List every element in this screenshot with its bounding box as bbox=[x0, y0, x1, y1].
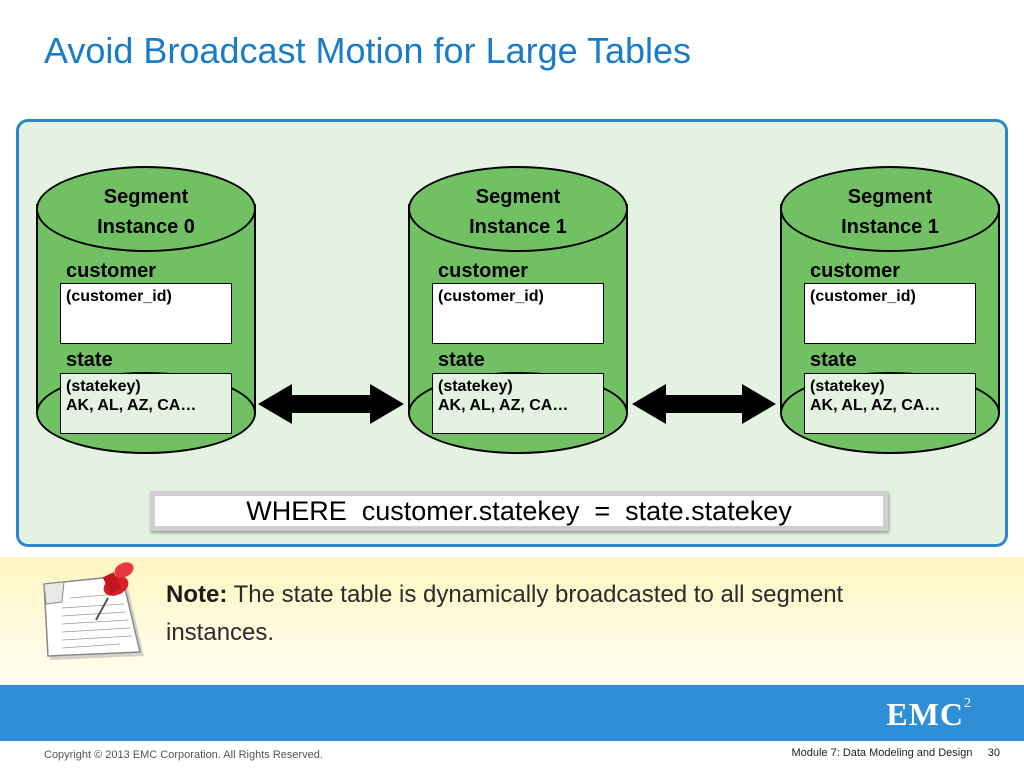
customer-table-key: (customer_id) bbox=[810, 288, 916, 305]
customer-table-key: (customer_id) bbox=[66, 288, 172, 305]
double-arrow-icon bbox=[632, 384, 776, 424]
emc-logo-superscript: 2 bbox=[964, 696, 972, 711]
segment-label-line2: Instance 1 bbox=[841, 216, 939, 238]
segment-label-line1: Segment bbox=[475, 186, 561, 208]
state-table-name: state bbox=[66, 349, 113, 371]
segment-instance-0: Segment Instance 0 customer (customer_id… bbox=[36, 166, 256, 456]
state-table-box: (statekey) AK, AL, AZ, CA… bbox=[804, 373, 976, 434]
segment-label-line2: Instance 1 bbox=[469, 216, 567, 238]
segment-label: Segment Instance 1 bbox=[408, 182, 628, 242]
segment-label-line1: Segment bbox=[103, 186, 189, 208]
segment-label-line2: Instance 0 bbox=[97, 216, 195, 238]
cylinder-top bbox=[36, 166, 256, 252]
segment-label: Segment Instance 1 bbox=[780, 182, 1000, 242]
note-lead: Note: bbox=[166, 581, 228, 608]
cylinder-top bbox=[408, 166, 628, 252]
cylinder-top bbox=[780, 166, 1000, 252]
state-table-values: AK, AL, AZ, CA… bbox=[66, 397, 197, 414]
note-band bbox=[0, 557, 1024, 685]
double-arrow-icon bbox=[258, 384, 404, 424]
page-number: 30 bbox=[987, 747, 1000, 759]
note-paper-pushpin-icon bbox=[43, 562, 144, 660]
customer-table-box: (customer_id) bbox=[804, 283, 976, 344]
state-table-key: (statekey) bbox=[438, 378, 513, 395]
customer-table-key: (customer_id) bbox=[438, 288, 544, 305]
state-table-name: state bbox=[810, 349, 857, 371]
module-name: Module 7: Data Modeling and Design bbox=[791, 747, 973, 759]
emc-logo: EMC2 bbox=[886, 696, 972, 733]
where-clause-box: WHERE customer.statekey = state.statekey bbox=[150, 491, 888, 531]
slide-title: Avoid Broadcast Motion for Large Tables bbox=[44, 30, 692, 71]
footer-band bbox=[0, 685, 1024, 741]
note-text: Note: The state table is dynamically bro… bbox=[166, 576, 886, 652]
state-table-key: (statekey) bbox=[810, 378, 885, 395]
customer-table-name: customer bbox=[438, 260, 529, 282]
state-table-box: (statekey) AK, AL, AZ, CA… bbox=[60, 373, 232, 434]
emc-logo-text: EMC bbox=[886, 696, 964, 732]
note-body: The state table is dynamically broadcast… bbox=[166, 581, 844, 646]
state-table-key: (statekey) bbox=[66, 378, 141, 395]
segment-label-line1: Segment bbox=[847, 186, 933, 208]
customer-table-name: customer bbox=[810, 260, 901, 282]
state-table-values: AK, AL, AZ, CA… bbox=[810, 397, 941, 414]
copyright-text: Copyright © 2013 EMC Corporation. All Ri… bbox=[44, 749, 323, 761]
segment-instance-2: Segment Instance 1 customer (customer_id… bbox=[780, 166, 1000, 456]
customer-table-name: customer bbox=[66, 260, 157, 282]
state-table-values: AK, AL, AZ, CA… bbox=[438, 397, 569, 414]
customer-table-box: (customer_id) bbox=[60, 283, 232, 344]
customer-table-box: (customer_id) bbox=[432, 283, 604, 344]
state-table-box: (statekey) AK, AL, AZ, CA… bbox=[432, 373, 604, 434]
segment-instance-1: Segment Instance 1 customer (customer_id… bbox=[408, 166, 628, 456]
state-table-name: state bbox=[438, 349, 485, 371]
segment-label: Segment Instance 0 bbox=[36, 182, 256, 242]
footer-right: Module 7: Data Modeling and Design 30 bbox=[791, 747, 1000, 759]
